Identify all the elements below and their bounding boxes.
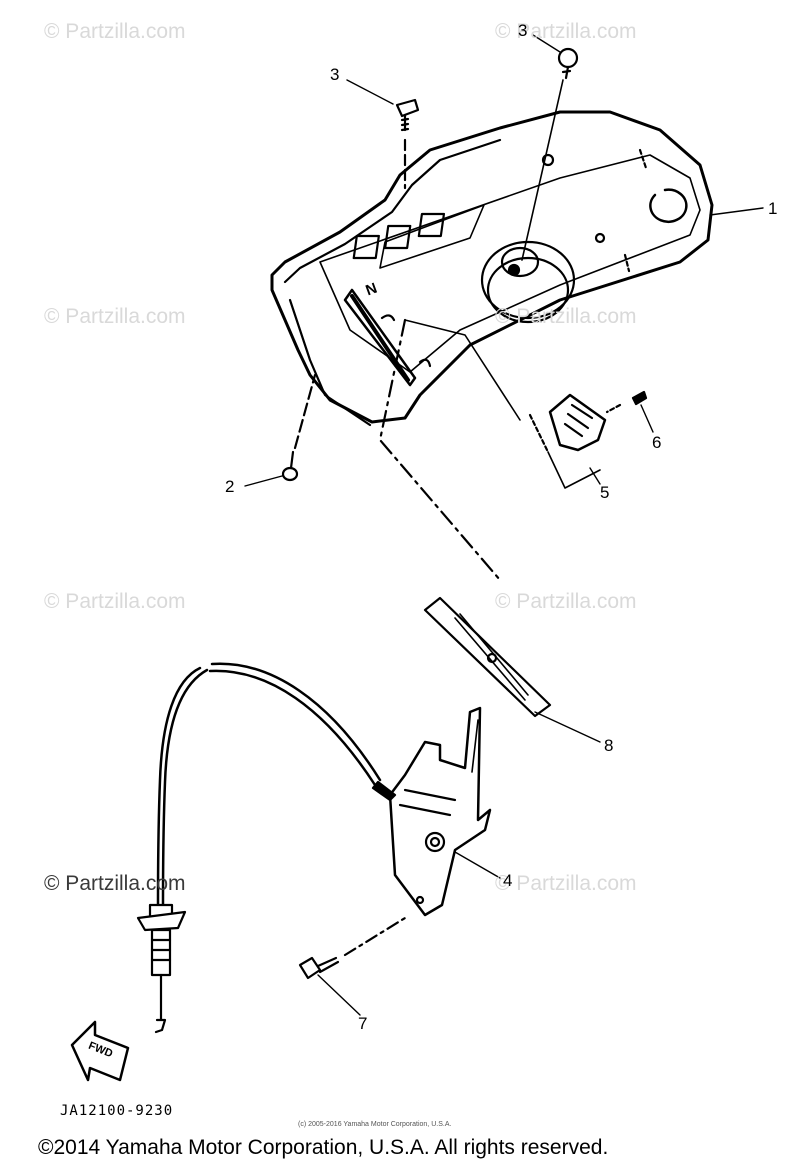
bolt-7 [298,916,407,980]
callout-part-5: 5 [600,483,610,502]
small-copyright: (c) 2005-2016 Yamaha Motor Corporation, … [298,1121,452,1128]
diagram-reference-code: JA12100-9230 [60,1103,174,1119]
callout-part-7: 7 [358,1014,368,1033]
screw-3b [521,47,579,261]
callout-part-8: 8 [604,736,614,755]
callout-part-3: 3 [518,21,528,40]
callout-part-2: 2 [225,477,235,496]
callout-part-1: 1 [768,199,778,218]
screw-2 [281,373,317,482]
watermark: © Partzilla.com [495,305,637,328]
bracket-4 [388,706,492,917]
screw-3a [395,98,420,190]
watermark: © Partzilla.com [44,872,186,895]
callout-part-4: 4 [503,871,513,890]
watermark: © Partzilla.com [44,305,186,328]
watermark: © Partzilla.com [44,590,186,613]
callout-part-3: 3 [330,65,340,84]
callout-part-6: 6 [652,433,662,452]
fwd-arrow-icon [70,1020,130,1082]
watermark: © Partzilla.com [44,20,186,43]
watermark: © Partzilla.com [495,20,637,43]
screw-6 [605,390,648,414]
guide-plate-8 [423,596,552,718]
watermark: © Partzilla.com [495,872,637,895]
cover-housing [270,110,714,427]
control-cable [136,662,397,1034]
copyright-notice: ©2014 Yamaha Motor Corporation, U.S.A. A… [38,1136,609,1159]
knob-5 [528,393,607,489]
watermark: © Partzilla.com [495,590,637,613]
